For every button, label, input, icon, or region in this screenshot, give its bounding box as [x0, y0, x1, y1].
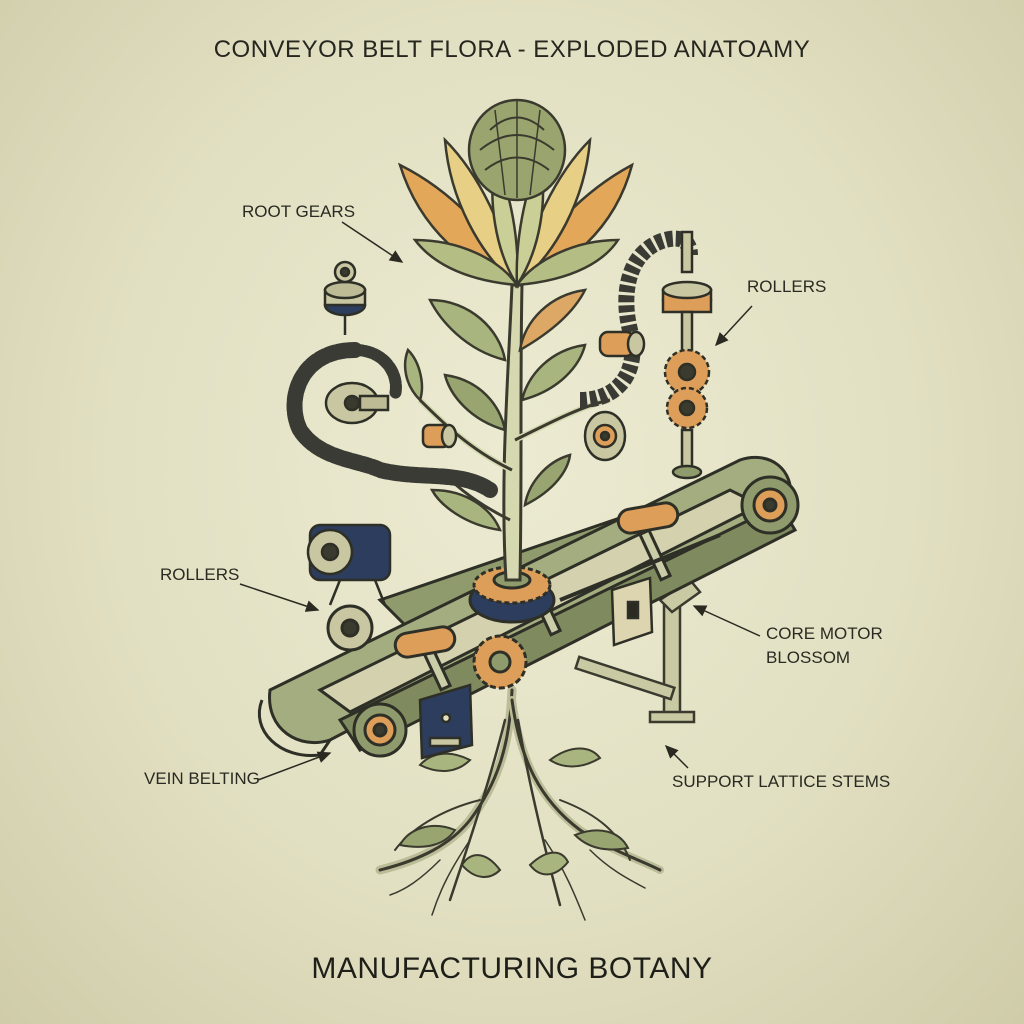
label-core-motor-line2: BLOSSOM [766, 648, 851, 667]
right-small-roller [598, 330, 646, 358]
right-roller-stack [661, 230, 713, 480]
left-bolt-roller [323, 260, 367, 335]
diagram-title: CONVEYOR BELT FLORA - EXPLODED ANATOAMY [213, 36, 811, 63]
core-motor-hub [468, 565, 556, 624]
label-support-lattice: SUPPORT LATTICE STEMS [672, 772, 891, 791]
right-chain-arm [579, 230, 698, 408]
label-rollers-top: ROLLERS [747, 277, 827, 296]
label-core-motor-line1: CORE MOTOR [766, 624, 883, 643]
blossom [397, 98, 634, 289]
right-bearing [583, 410, 627, 462]
left-pulley [324, 381, 390, 425]
arrow-rollers-left [239, 583, 320, 612]
control-box-front [418, 683, 474, 760]
arrow-core-motor [692, 605, 761, 637]
stem-leaves [403, 288, 588, 532]
left-chain-arm [286, 342, 498, 498]
small-roller-left [421, 423, 458, 449]
arrow-support-lattice [664, 744, 689, 769]
switch-box [610, 576, 654, 647]
roots [375, 685, 664, 921]
root-leaves [398, 747, 630, 878]
label-vein-belting: VEIN BELTING [144, 769, 260, 788]
arrow-vein-belting [257, 751, 332, 781]
label-root-gears: ROOT GEARS [242, 202, 356, 221]
footer-title: MANUFACTURING BOTANY [311, 952, 713, 985]
label-rollers-left: ROLLERS [160, 565, 240, 584]
callout-arrows [239, 221, 761, 781]
arrow-rollers-top [714, 305, 753, 347]
electric-motor [306, 523, 392, 606]
arrow-root-gears [341, 221, 404, 263]
label-core-motor: CORE MOTOR BLOSSOM [766, 622, 883, 670]
